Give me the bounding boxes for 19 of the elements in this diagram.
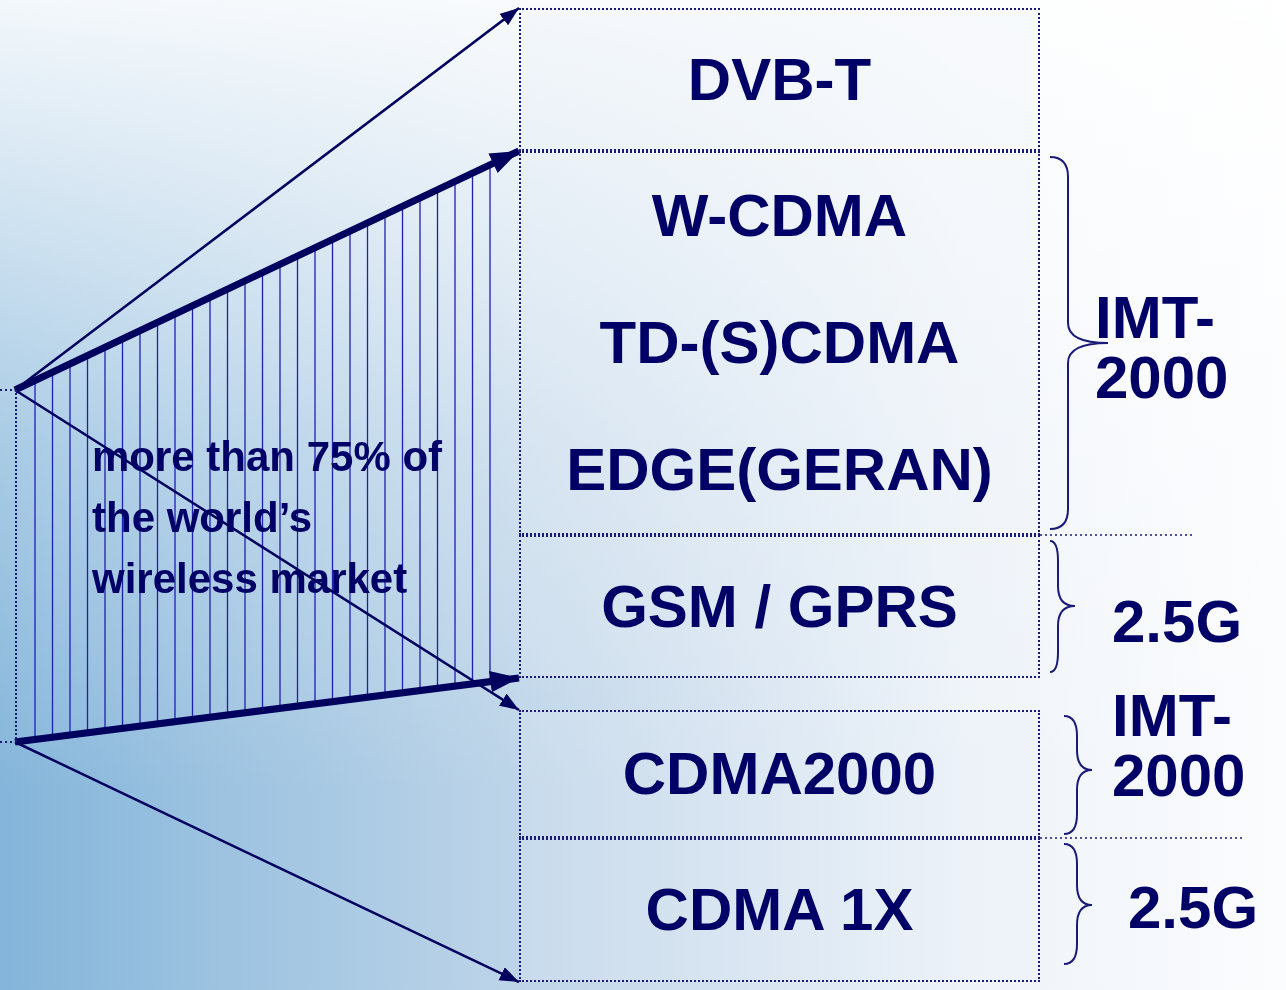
technology-box (519, 838, 1040, 982)
technology-box (519, 8, 1040, 151)
generation-label: IMT- 2000 (1112, 686, 1247, 806)
arrow (14, 740, 520, 984)
technology-box (519, 535, 1040, 678)
arrow (13, 147, 521, 394)
technology-name: W-CDMA (651, 183, 908, 250)
technology-name: CDMA 1X (645, 877, 914, 943)
generation-label: 2.5G (1112, 592, 1244, 652)
technology-box (519, 710, 1040, 838)
technology-name: EDGE(GERAN) (566, 436, 993, 503)
technology-name: CDMA2000 (622, 741, 937, 807)
arrow (14, 670, 520, 746)
technology-name: DVB-T (687, 46, 872, 113)
technology-name: TD-(S)CDMA (599, 310, 960, 376)
technology-name: GSM / GPRS (601, 573, 958, 640)
generation-label: IMT- 2000 (1095, 288, 1230, 408)
technology-box (519, 151, 1040, 535)
generation-label: 2.5G (1128, 878, 1260, 938)
